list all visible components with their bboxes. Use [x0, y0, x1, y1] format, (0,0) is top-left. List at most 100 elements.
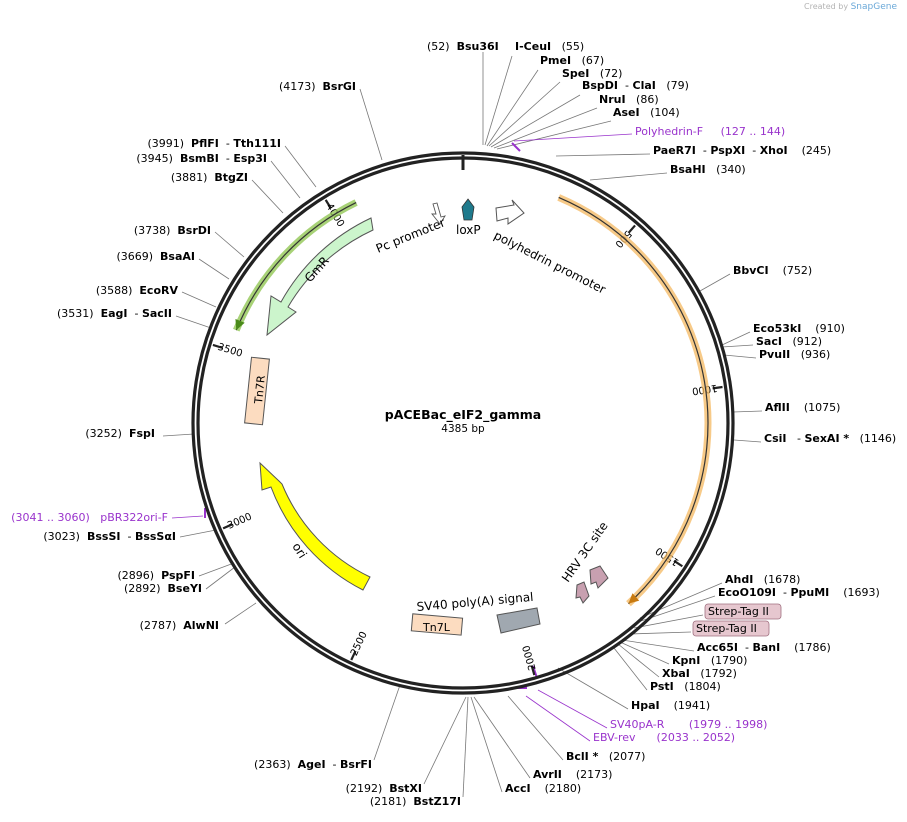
- site-label-hpai[interactable]: HpaI (1941): [631, 699, 710, 712]
- leader-saci: [721, 344, 754, 348]
- feature-gmr[interactable]: GmR: [266, 217, 374, 337]
- site-label-bsu36i[interactable]: (52) Bsu36I: [427, 40, 499, 53]
- site-label-bsssi[interactable]: (3023) BssSI - BssSαI: [43, 530, 176, 543]
- leader-nrui: [493, 107, 598, 149]
- site-position: (1790): [700, 654, 747, 667]
- leader-pvuii: [723, 354, 757, 359]
- enzyme-name: PstI: [650, 680, 674, 693]
- site-label-pbr322[interactable]: (3041 .. 3060) pBR322ori-F: [11, 511, 168, 524]
- site-position: -: [127, 307, 141, 320]
- site-label-pspfi[interactable]: (2896) PspFI: [118, 569, 195, 582]
- site-label-nrui[interactable]: NruI (86): [599, 93, 659, 106]
- site-label-bseyi[interactable]: (2892) BseYI: [124, 582, 202, 595]
- enzyme-name: AlwNI: [183, 619, 219, 632]
- leader-bsahi: [589, 172, 668, 181]
- feature-tn7r[interactable]: Tn7R: [244, 356, 270, 426]
- site-label-asei[interactable]: AseI (104): [613, 106, 680, 119]
- site-label-bbvci[interactable]: BbvCI (752): [733, 264, 812, 277]
- tick-2500: [350, 650, 357, 661]
- tick-500: [627, 224, 636, 234]
- leader-pspfi: [198, 562, 235, 577]
- site-label-psti[interactable]: PstI (1804): [650, 680, 721, 693]
- feature-pc-promoter[interactable]: Pc promoter: [374, 202, 447, 256]
- tick-label-3000: 3000: [226, 511, 254, 531]
- site-label-polyhedrinf[interactable]: Polyhedrin-F (127 .. 144): [635, 125, 785, 138]
- site-position: (340): [706, 163, 746, 176]
- site-label-bani[interactable]: Acc65I - BanI (1786): [697, 641, 831, 654]
- site-label-bsrdi[interactable]: (3738) BsrDI: [134, 224, 211, 237]
- site-label-alwni[interactable]: (2787) AlwNI: [140, 619, 219, 632]
- site-label-pvuii[interactable]: PvuII (936): [759, 348, 830, 361]
- site-position: (1804): [674, 680, 721, 693]
- site-label-ebvrev[interactable]: EBV-rev (2033 .. 2052): [593, 731, 735, 744]
- site-label-text: (3881) BtgZI: [171, 171, 248, 184]
- tick-1500: [673, 559, 683, 568]
- site-label-aflii[interactable]: AflII (1075): [765, 401, 840, 414]
- enzyme-name: CsiI: [764, 432, 786, 445]
- enzyme-name: SpeI: [562, 67, 589, 80]
- site-label-sexai[interactable]: CsiI - SexAI * (1146): [764, 432, 896, 445]
- enzyme-name: AvrII: [533, 768, 562, 781]
- feature-ori[interactable]: ori: [259, 461, 371, 591]
- arc-head-0: [628, 593, 640, 604]
- site-position: (2181): [370, 795, 414, 808]
- site-label-sacii[interactable]: (3531) EagI - SacII: [57, 307, 172, 320]
- site-label-saci[interactable]: SacI (912): [756, 335, 822, 348]
- backbone-outer-ring: [191, 151, 735, 695]
- site-label-bsahi[interactable]: BsaHI (340): [670, 163, 746, 176]
- site-position: -: [219, 137, 233, 150]
- site-label-sv40par[interactable]: SV40pA-R (1979 .. 1998): [610, 718, 767, 731]
- site-label-ecorv[interactable]: (3588) EcoRV: [96, 284, 179, 297]
- tn7l-label: Tn7L: [422, 621, 451, 634]
- feature-loxp[interactable]: loxP: [456, 198, 481, 237]
- site-label-text: (2896) PspFI: [118, 569, 195, 582]
- site-label-bsaai[interactable]: (3669) BsaAI: [116, 250, 195, 263]
- site-label-bstxi[interactable]: (2192) BstXI: [346, 782, 422, 795]
- site-label-acci[interactable]: AccI (2180): [505, 782, 581, 795]
- site-position: (1075): [790, 401, 841, 414]
- leader-tth111i: [284, 145, 317, 188]
- site-label-bcli[interactable]: BclI * (2077): [566, 750, 645, 763]
- site-label-avrii[interactable]: AvrII (2173): [533, 768, 612, 781]
- tick-label-2500: 2500: [349, 630, 370, 658]
- site-label-strep1[interactable]: Strep-Tag II: [704, 603, 782, 620]
- site-label-text: KpnI (1790): [672, 654, 747, 667]
- site-label-esp3i[interactable]: (3945) BsmBI - Esp3I: [136, 152, 267, 165]
- site-label-fspi[interactable]: (3252) FspI: [85, 427, 155, 440]
- site-label-bstz17i[interactable]: (2181) BstZ17I: [370, 795, 461, 808]
- site-label-btgzi[interactable]: (3881) BtgZI: [171, 171, 248, 184]
- site-label-ppumi[interactable]: EcoO109I - PpuMI (1693): [718, 586, 880, 599]
- site-position: (1941): [660, 699, 711, 712]
- enzyme-name: Acc65I: [697, 641, 738, 654]
- site-label-text: SpeI (72): [562, 67, 622, 80]
- enzyme-name: BsaAI: [160, 250, 195, 263]
- site-label-kpni[interactable]: KpnI (1790): [672, 654, 747, 667]
- feature-hrv-3c[interactable]: HRV 3C site: [559, 519, 611, 604]
- site-label-bsrfi[interactable]: (2363) AgeI - BsrFI: [254, 758, 372, 771]
- feature-tn7l[interactable]: Tn7L: [410, 613, 464, 636]
- site-position: (910): [801, 322, 845, 335]
- site-label-xbai[interactable]: XbaI (1792): [662, 667, 737, 680]
- enzyme-name: SexAI *: [804, 432, 849, 445]
- site-label-text: Strep-Tag II: [696, 622, 757, 635]
- site-label-xhoi[interactable]: PaeR7I - PspXI - XhoI (245): [653, 144, 831, 157]
- site-position: (245): [788, 144, 832, 157]
- site-label-pmei[interactable]: PmeI (67): [540, 54, 604, 67]
- site-label-text: PmeI (67): [540, 54, 604, 67]
- site-label-text: XbaI (1792): [662, 667, 737, 680]
- enzyme-name: PpuMI: [790, 586, 829, 599]
- site-label-spei[interactable]: SpeI (72): [562, 67, 622, 80]
- site-label-eco53ki[interactable]: Eco53kI (910): [753, 322, 845, 335]
- site-position: Strep-Tag II: [708, 605, 769, 618]
- site-label-clai[interactable]: BspDI - ClaI (79): [582, 79, 689, 92]
- enzyme-name: PmeI: [540, 54, 571, 67]
- site-label-bsrgi[interactable]: (4173) BsrGI: [279, 80, 356, 93]
- site-label-tth111i[interactable]: (3991) PflFI - Tth111I: [147, 137, 281, 150]
- enzyme-name: Eco53kI: [753, 322, 801, 335]
- site-label-ahdi[interactable]: AhdI (1678): [725, 573, 800, 586]
- leader-bseyi: [205, 566, 236, 590]
- site-label-iceui[interactable]: I-CeuI (55): [515, 40, 584, 53]
- site-label-strep2[interactable]: Strep-Tag II: [692, 620, 770, 637]
- pc-promoter-arrow: [431, 202, 446, 225]
- site-label-text: AseI (104): [613, 106, 680, 119]
